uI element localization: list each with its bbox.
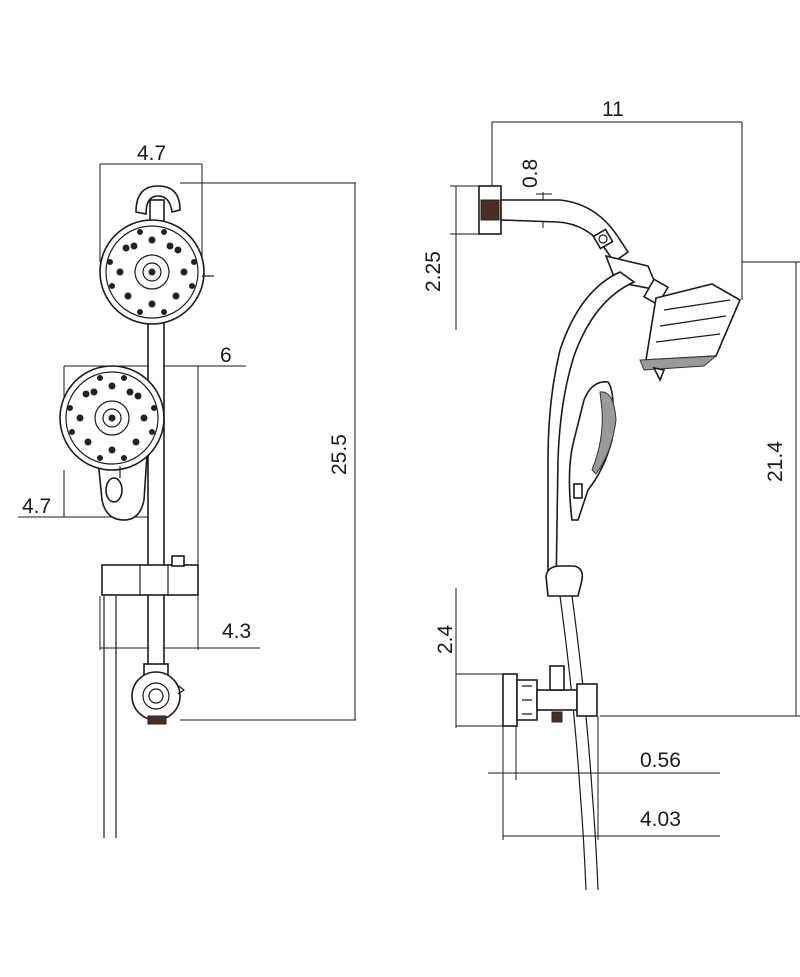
- spray-nozzles-handheld: [67, 375, 157, 461]
- dim-base-depth: 4.03: [502, 716, 720, 840]
- dim-label-top-width: 4.7: [137, 142, 166, 165]
- dim-label-flange: 0.8: [519, 159, 542, 188]
- dim-reach: 11: [491, 98, 743, 300]
- side-hose: [559, 595, 599, 891]
- dim-total-height: 25.5: [180, 182, 356, 721]
- dim-label-total-height: 25.5: [328, 434, 351, 475]
- fixed-shower-head: [99, 219, 214, 325]
- handheld-shower-head: [59, 365, 165, 521]
- dim-arm-drop: 2.25: [422, 185, 500, 330]
- spray-nozzles-top: [107, 229, 197, 315]
- dim-base-height: 2.4: [434, 588, 510, 728]
- dim-label-height: 21.4: [764, 441, 787, 482]
- side-handheld: [568, 381, 617, 521]
- dim-label-handheld-face: 4.7: [22, 495, 51, 518]
- dim-label-reach: 11: [602, 98, 624, 121]
- front-view: 4.7 25.5 6 4.7 4.3: [18, 142, 356, 838]
- slider-bracket: [101, 555, 199, 596]
- dim-label-base-offset: 0.56: [640, 749, 681, 772]
- dim-label-base-height: 2.4: [434, 624, 457, 654]
- shower-arm: [478, 185, 630, 264]
- dim-slider-depth: 4.3: [99, 596, 260, 650]
- bottom-connector: [131, 663, 186, 725]
- dim-height: 21.4: [600, 261, 800, 717]
- side-fixed-head: [639, 283, 742, 382]
- dim-label-slider-depth: 4.3: [222, 620, 251, 643]
- side-base-connector: [502, 665, 598, 727]
- dim-label-handheld-width: 6: [220, 344, 232, 367]
- dim-label-base-depth: 4.03: [640, 808, 681, 831]
- side-view: 11 0.8 2.25 21.4 2.4: [422, 98, 800, 891]
- side-slider: [545, 565, 584, 597]
- dim-label-arm-drop: 2.25: [422, 251, 445, 292]
- dim-base-offset: 0.56: [488, 726, 720, 780]
